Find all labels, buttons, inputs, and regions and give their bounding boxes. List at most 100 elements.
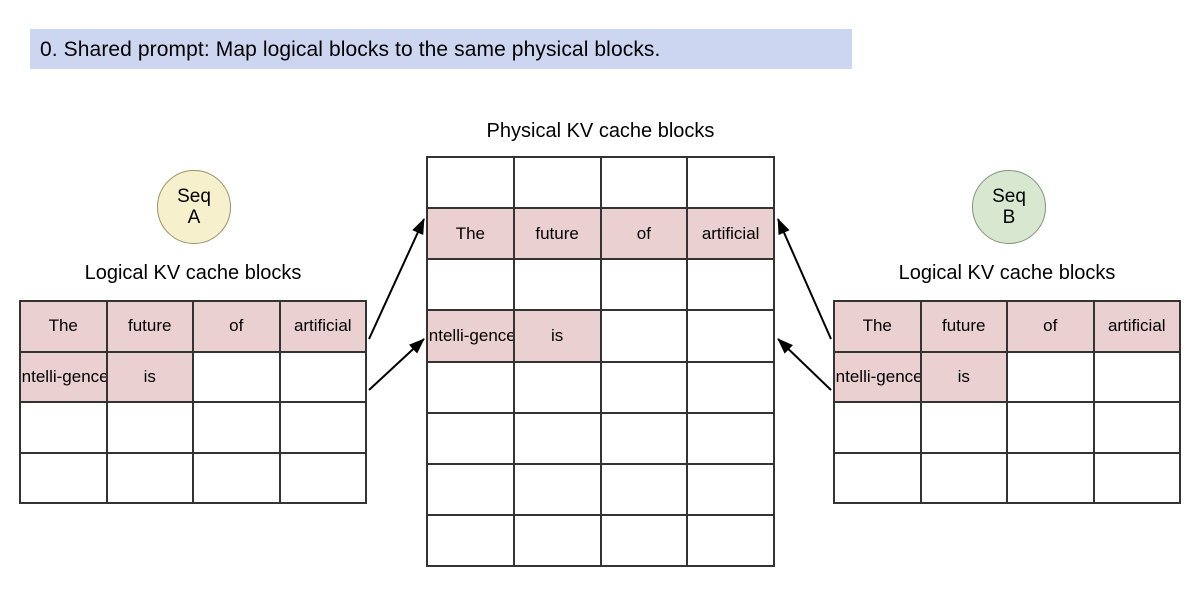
arrow-a-row2-to-physical-row4 — [368, 338, 425, 391]
cell-r6-c3 — [601, 413, 689, 465]
cell-r2-c2: is — [107, 352, 194, 403]
cell-text: of — [1043, 316, 1058, 336]
seq-a-badge: Seq A — [157, 170, 231, 244]
prompt-banner-text: 0. Shared prompt: Map logical blocks to … — [40, 37, 661, 61]
cell-r4-c4 — [280, 453, 367, 504]
arrow-b-row1-to-physical-row2 — [777, 218, 832, 340]
cell-r1-c3: of — [1008, 302, 1095, 353]
cell-text: artificial — [701, 223, 760, 243]
cell-text: The — [455, 223, 486, 243]
cell-r4-c3 — [601, 311, 689, 363]
cell-r3-c1 — [21, 403, 108, 454]
seq-a-label-line2: A — [187, 207, 201, 228]
cell-r1-c2: future — [107, 302, 194, 353]
cell-text-line: intelli- — [21, 366, 63, 386]
cell-text: is — [550, 325, 564, 345]
cell-r2-c2: is — [921, 352, 1008, 403]
cell-r4-c4 — [1094, 453, 1181, 504]
cell-r4-c4 — [688, 311, 775, 363]
cell-r4-c2 — [921, 453, 1008, 504]
cell-r4-c1: intelli-gence — [428, 311, 515, 363]
cell-r1-c4 — [688, 158, 775, 210]
cell-r1-c1: The — [835, 302, 922, 353]
cell-r5-c4 — [688, 362, 775, 414]
logical-a-heading: Logical KV cache blocks — [84, 262, 302, 284]
cell-r2-c4: artificial — [688, 209, 775, 261]
cell-r8-c1 — [428, 515, 515, 567]
cell-r3-c3 — [194, 403, 281, 454]
cell-text: The — [862, 316, 892, 336]
cell-r2-c1: The — [428, 209, 515, 261]
cell-r2-c4 — [1094, 352, 1181, 403]
cell-r4-c3 — [194, 453, 281, 504]
seq-a-label-line1: Seq — [177, 185, 211, 207]
cell-r2-c1: intelli-gence — [21, 352, 108, 403]
seq-b-label-line1: Seq — [992, 185, 1026, 207]
cell-r3-c2 — [921, 403, 1008, 454]
cell-r1-c4: artificial — [1094, 302, 1181, 353]
cell-text: of — [636, 223, 651, 243]
cell-r3-c2 — [514, 260, 602, 312]
cell-r4-c2: is — [514, 311, 602, 363]
cell-r5-c3 — [601, 362, 689, 414]
cell-r4-c1 — [21, 453, 108, 504]
cell-r1-c2: future — [921, 302, 1008, 353]
seq-b-label-line2: B — [1002, 207, 1016, 228]
cell-r4-c2 — [107, 453, 194, 504]
arrow-b-row2-to-physical-row4 — [777, 338, 832, 391]
cell-r6-c2 — [514, 413, 602, 465]
cell-r7-c2 — [514, 464, 602, 516]
cell-r7-c4 — [688, 464, 775, 516]
cell-r1-c4: artificial — [280, 302, 367, 353]
cell-r2-c3 — [1008, 352, 1095, 403]
cell-text: is — [957, 366, 970, 386]
cell-r6-c1 — [428, 413, 515, 465]
cell-text: future — [942, 316, 986, 336]
cell-r3-c1 — [428, 260, 515, 312]
cell-text: future — [535, 223, 579, 243]
prompt-banner: 0. Shared prompt: Map logical blocks to … — [30, 29, 852, 69]
cell-text-line: intelli- — [835, 366, 877, 386]
cell-r2-c3 — [194, 352, 281, 403]
cell-r1-c1: The — [21, 302, 108, 353]
cell-text-line: gence — [62, 366, 108, 386]
cell-text-line: gence — [876, 366, 922, 386]
cell-r6-c4 — [688, 413, 775, 465]
cell-r3-c3 — [1008, 403, 1095, 454]
cell-text: artificial — [1107, 316, 1166, 336]
cell-r2-c4 — [280, 352, 367, 403]
cell-r3-c3 — [601, 260, 689, 312]
cell-r3-c2 — [107, 403, 194, 454]
arrow-a-row1-to-physical-row2 — [368, 218, 425, 340]
cell-r2-c2: future — [514, 209, 602, 261]
cell-r2-c1: intelli-gence — [835, 352, 922, 403]
cell-r7-c1 — [428, 464, 515, 516]
cell-r8-c4 — [688, 515, 775, 567]
cell-text: The — [48, 316, 78, 336]
cell-r3-c4 — [280, 403, 367, 454]
physical-heading: Physical KV cache blocks — [486, 120, 715, 142]
cell-r3-c1 — [835, 403, 922, 454]
cell-r3-c4 — [688, 260, 775, 312]
cell-r4-c3 — [1008, 453, 1095, 504]
logical-b-heading: Logical KV cache blocks — [898, 262, 1116, 284]
cell-r8-c2 — [514, 515, 602, 567]
logical-kv-cache-table-seq-b: The future of artificial intelli-gence is — [833, 300, 1181, 504]
cell-text: artificial — [293, 316, 352, 336]
cell-r5-c2 — [514, 362, 602, 414]
cell-r5-c1 — [428, 362, 515, 414]
cell-r2-c3: of — [601, 209, 689, 261]
cell-text: of — [229, 316, 244, 336]
cell-text-line: intelli- — [428, 325, 470, 345]
cell-r8-c3 — [601, 515, 689, 567]
cell-r1-c3: of — [194, 302, 281, 353]
seq-b-badge: Seq B — [972, 170, 1046, 244]
logical-kv-cache-table-seq-a: The future of artificial intelli-gence is — [19, 300, 367, 504]
cell-r4-c1 — [835, 453, 922, 504]
cell-r3-c4 — [1094, 403, 1181, 454]
physical-kv-cache-table: The future of artificial intelli-gence is — [426, 156, 775, 567]
cell-text: is — [143, 366, 156, 386]
cell-text-line: gence — [469, 325, 515, 345]
cell-text: future — [128, 316, 172, 336]
cell-r7-c3 — [601, 464, 689, 516]
